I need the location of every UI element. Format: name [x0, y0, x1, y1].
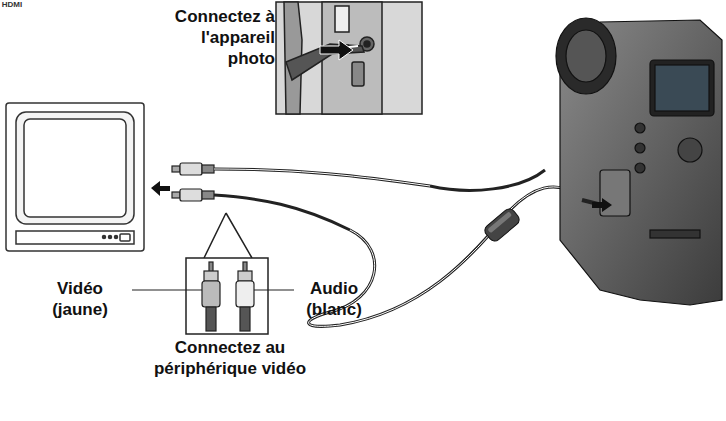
callout-label: Audio (blanc) [294, 278, 374, 320]
av-cable-inner [214, 169, 585, 326]
ferrite-core [482, 207, 521, 244]
callout-label: Connectez à l'appareil photo [150, 6, 275, 69]
plug-inset-plugs [202, 262, 254, 331]
direction-arrow [151, 181, 170, 196]
port-inset [276, 2, 422, 114]
callout-label: Connectez au périphérique vidéo [150, 337, 310, 379]
camera [556, 18, 722, 305]
plug-inset [186, 213, 268, 334]
leader-lines [132, 289, 294, 290]
rca-plugs [172, 163, 214, 201]
television [6, 103, 144, 251]
insert-arrow [320, 40, 353, 60]
av-cable [214, 169, 585, 326]
port-label: HDMI [0, 0, 24, 9]
callout-label: Vidéo (jaune) [30, 278, 130, 320]
insert-arrow [592, 198, 612, 212]
